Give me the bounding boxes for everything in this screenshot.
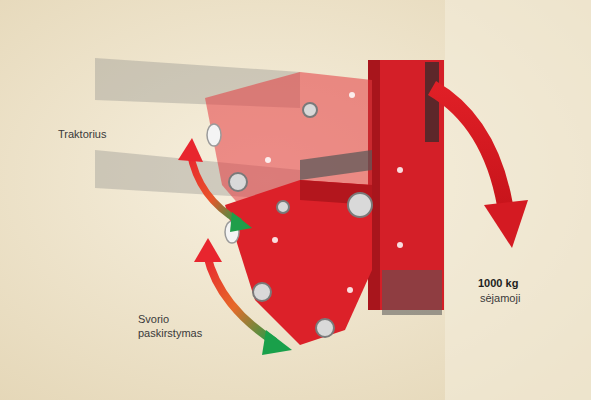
mass-value: 1000 kg	[478, 276, 518, 290]
weight-transfer-label: Svorio paskirstymas	[138, 312, 220, 340]
tractor-label: Traktorius	[58, 127, 107, 141]
seeder-label: sėjamoji	[480, 291, 520, 305]
